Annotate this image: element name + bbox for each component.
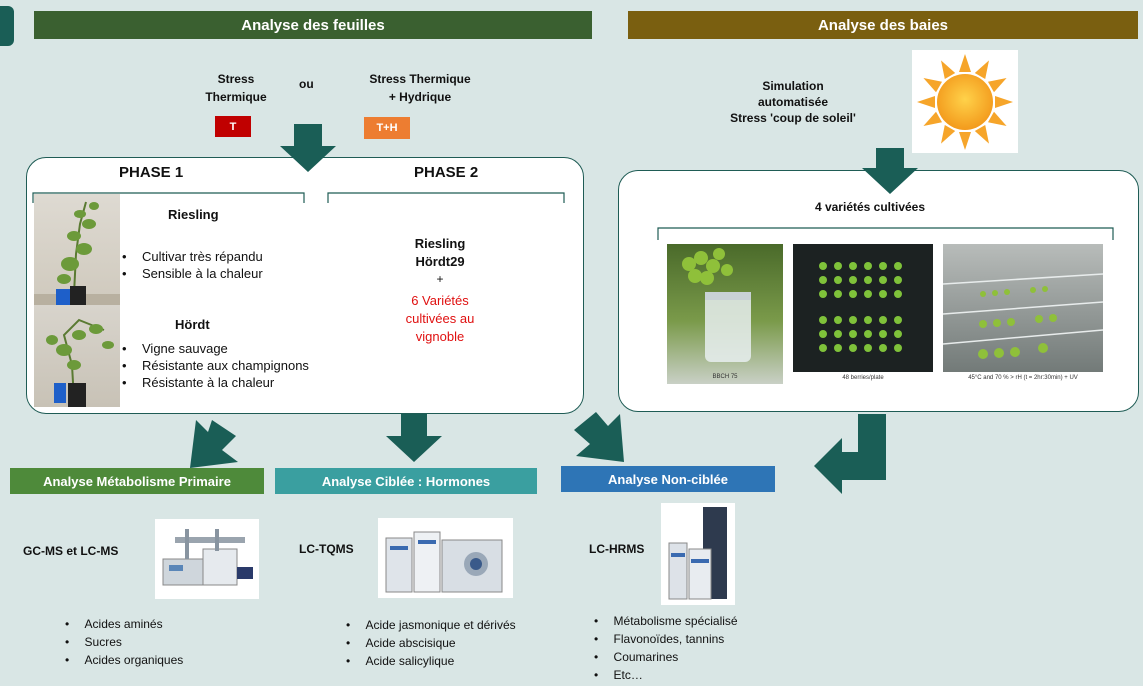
phase2-varieties: 6 Variétés cultivées au vignoble xyxy=(405,293,475,344)
trait-item: Cultivar très répandu xyxy=(122,248,263,265)
label-untargeted: Analyse Non-ciblée xyxy=(561,466,775,492)
method-targeted: LC-TQMS xyxy=(299,542,354,556)
trait-item: Résistante aux champignons xyxy=(122,357,309,374)
list-item: Flavonoïdes, tannins xyxy=(594,630,738,648)
trait-item: Résistante à la chaleur xyxy=(122,374,309,391)
riesling-traits: Cultivar très répandu Sensible à la chal… xyxy=(122,248,263,282)
banner-berries: Analyse des baies xyxy=(628,11,1138,39)
label-primary: Analyse Métabolisme Primaire xyxy=(10,468,264,494)
list-item: Sucres xyxy=(65,633,183,651)
arrow-to-untargeted xyxy=(574,412,624,462)
phase2-title: PHASE 2 xyxy=(414,164,479,181)
riesling-photo xyxy=(34,194,120,305)
berries-photo-3: 45°C and 70 % > rH (t = 2hr:30min) + UV xyxy=(943,244,1103,384)
phase2-plus: + xyxy=(436,272,444,286)
varieties-title: 4 variétés cultivées xyxy=(814,200,926,214)
edge-accent xyxy=(0,6,14,46)
untargeted-items: Métabolisme spécialisé Flavonoïdes, tann… xyxy=(594,612,738,684)
label-targeted: Analyse Ciblée : Hormones xyxy=(275,468,537,494)
sun-icon xyxy=(912,50,1018,153)
hordt-traits: Vigne sauvage Résistante aux champignons… xyxy=(122,340,309,391)
targeted-items: Acide jasmonique et dérivés Acide abscis… xyxy=(346,616,516,670)
trait-item: Sensible à la chaleur xyxy=(122,265,263,282)
gcms-instrument-image xyxy=(155,519,259,599)
caption-conditions: 45°C and 70 % > rH (t = 2hr:30min) + UV xyxy=(968,375,1078,381)
banner-leaves: Analyse des feuilles xyxy=(34,11,592,39)
hrms-instrument-image xyxy=(661,503,735,605)
caption-plate: 48 berries/plate xyxy=(842,375,884,381)
banner-berries-label: Analyse des baies xyxy=(817,16,949,34)
phase2-hordt29: Hördt29 xyxy=(415,254,465,269)
arrow-to-targeted xyxy=(386,414,442,462)
list-item: Coumarines xyxy=(594,648,738,666)
tag-thermal: T xyxy=(215,116,251,137)
berries-photo-2: 48 berries/plate xyxy=(793,244,933,384)
stress-or: ou xyxy=(299,77,314,91)
stress-thermal-hydric: Stress Thermique + Hydrique xyxy=(369,72,471,104)
trait-item: Vigne sauvage xyxy=(122,340,309,357)
list-item: Acide salicylique xyxy=(346,652,516,670)
hordt-photo xyxy=(34,305,120,407)
simulation-text: Simulation automatisée Stress 'coup de s… xyxy=(730,79,856,125)
banner-leaves-label: Analyse des feuilles xyxy=(241,16,385,34)
hordt-name: Hördt xyxy=(175,317,210,332)
phase1-title: PHASE 1 xyxy=(119,164,184,181)
list-item: Etc… xyxy=(594,666,738,684)
list-item: Acide jasmonique et dérivés xyxy=(346,616,516,634)
riesling-name: Riesling xyxy=(168,207,219,222)
method-primary: GC-MS et LC-MS xyxy=(23,544,119,558)
arrow-berries-bent xyxy=(814,414,886,494)
phase2-riesling: Riesling xyxy=(414,236,466,251)
list-item: Métabolisme spécialisé xyxy=(594,612,738,630)
primary-items: Acides aminés Sucres Acides organiques xyxy=(65,615,184,669)
list-item: Acides aminés xyxy=(65,615,183,633)
tqms-instrument-image xyxy=(378,518,513,598)
stress-thermal: Stress Thermique xyxy=(205,72,267,104)
caption-bbch: BBCH 75 xyxy=(712,374,738,380)
list-item: Acides organiques xyxy=(65,651,184,669)
method-untargeted: LC-HRMS xyxy=(589,542,645,556)
berries-photo-1: BBCH 75 xyxy=(667,244,783,384)
list-item: Acide abscisique xyxy=(346,634,516,652)
tag-thermal-hydric: T+H xyxy=(364,117,410,139)
arrow-to-primary xyxy=(190,420,238,468)
